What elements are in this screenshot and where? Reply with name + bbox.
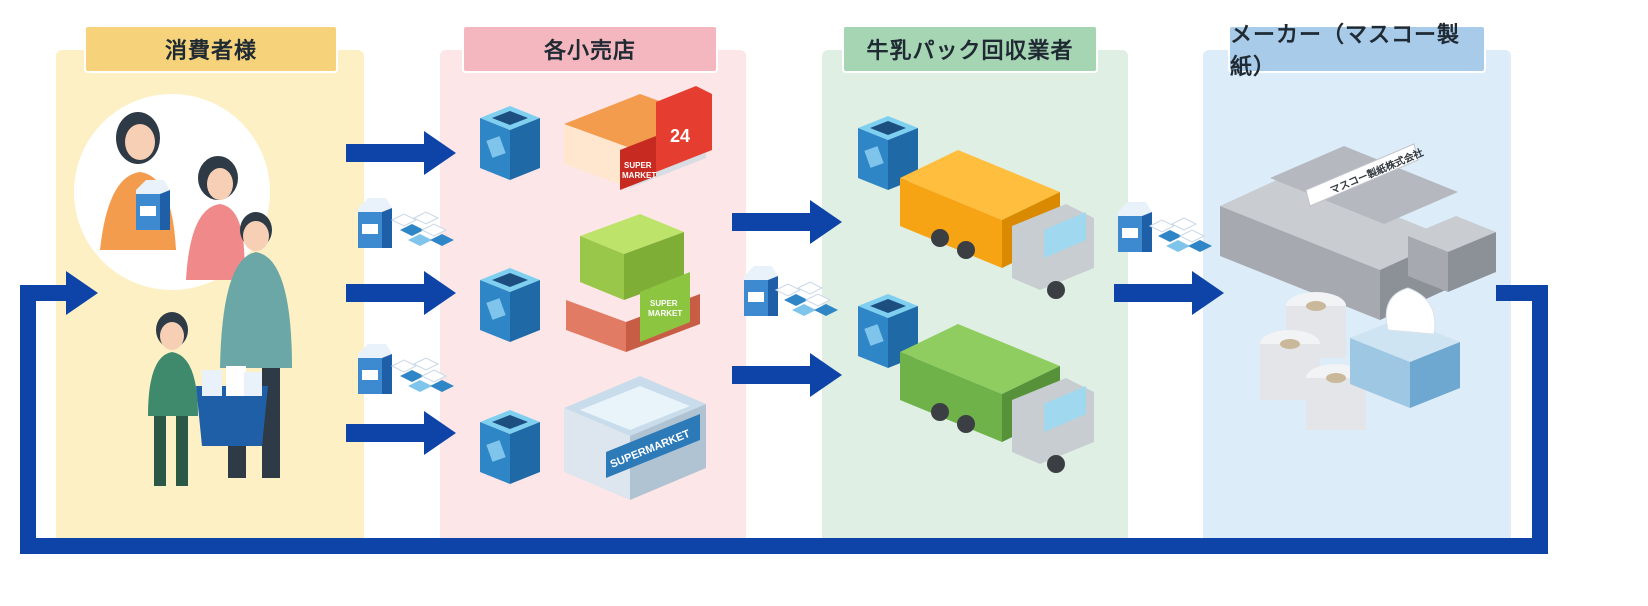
flow-arrow-collector-to-maker	[1114, 271, 1224, 315]
flow-arrow-store-to-collector-1	[732, 200, 842, 244]
return-loop-line	[20, 285, 1548, 554]
garbage-truck-icon	[900, 150, 1094, 473]
return-loop-arrowhead	[66, 271, 98, 315]
factory-icon: マスコー製紙株式会社	[1220, 143, 1496, 430]
stage-label-manufacturer: メーカー（マスコー製紙）	[1228, 23, 1486, 80]
store-super-text: SUPER	[624, 161, 652, 170]
flow-arrow-consumer-to-store-2	[346, 271, 456, 315]
store-market-text: MARKET	[622, 171, 656, 180]
stage-label-retailer: 各小売店	[462, 25, 718, 73]
store-icon: 24 SUPER MARKET SUPER MARKET SUPERMARKET	[564, 86, 712, 500]
store-market-text-2: MARKET	[648, 309, 682, 318]
consumer-family-illustration	[74, 94, 292, 486]
store-super-text-2: SUPER	[650, 299, 678, 308]
flow-arrow-consumer-to-store-3	[346, 411, 456, 455]
flow-arrow-consumer-to-store-1	[346, 131, 456, 175]
flow-arrow-store-to-collector-2	[732, 353, 842, 397]
stage-label-collector: 牛乳パック回収業者	[842, 25, 1098, 73]
store-24-text: 24	[670, 126, 690, 146]
stage-label-consumer: 消費者様	[84, 25, 338, 73]
